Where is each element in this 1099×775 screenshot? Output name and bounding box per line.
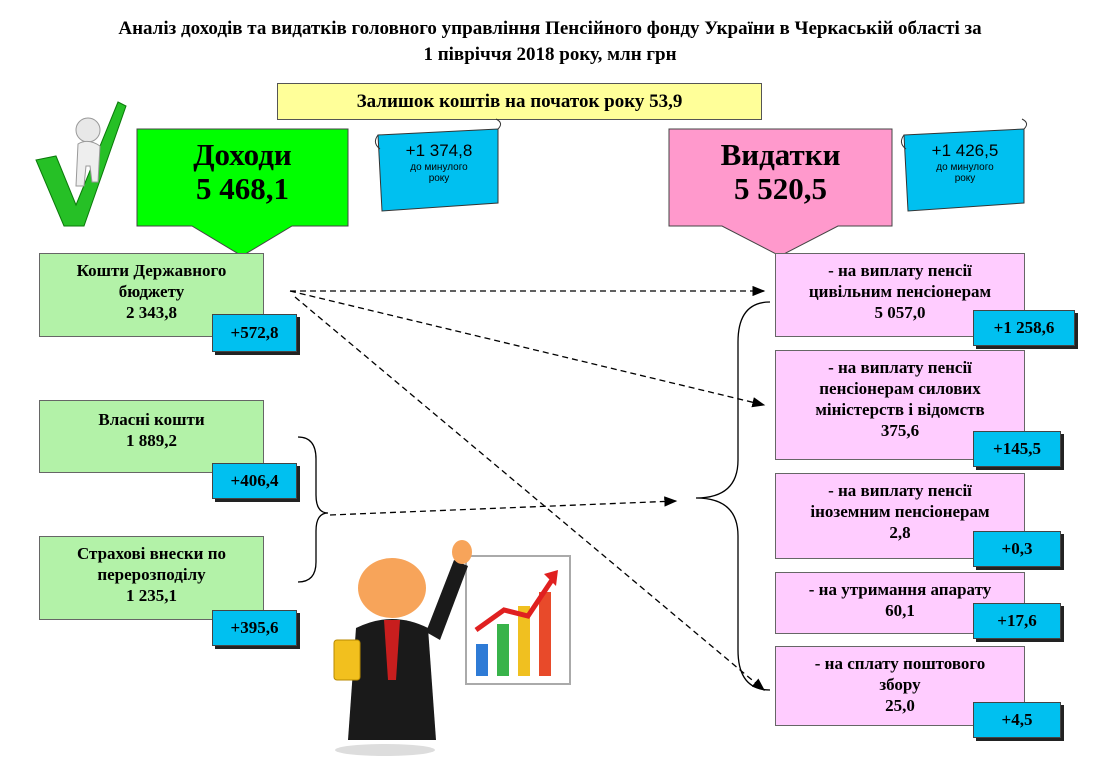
income-delta-value: +1 374,8 [405, 141, 473, 160]
expense-value: 5 520,5 [734, 171, 827, 206]
income-item-title: Власні кошти [98, 410, 205, 429]
expense-delta-value: +1 426,5 [931, 141, 999, 160]
expense-item-civil-pensions: - на виплату пенсії цивільним пенсіонера… [775, 253, 1025, 337]
expense-item-delta-postal: +4,5 [973, 702, 1061, 738]
income-item-insurance: Страхові внески по перерозподілу 1 235,1 [39, 536, 264, 620]
expense-item-delta-military-pensions: +145,5 [973, 431, 1061, 467]
flow-arrow-budget-to-military [289, 290, 766, 408]
title-line-2: 1 півріччя 2018 року, млн грн [423, 44, 677, 65]
income-item-title: Страхові внески по перерозподілу [76, 544, 227, 584]
expense-item-foreign-pensions: - на виплату пенсії іноземним пенсіонера… [775, 473, 1025, 559]
expense-item-delta-civil-pensions: +1 258,6 [973, 310, 1075, 346]
income-header: Доходи 5 468,1 [137, 138, 348, 206]
income-delta: +1 374,8 до минулого року [384, 140, 494, 184]
expense-arrow-shape [668, 128, 893, 257]
income-item-delta-state-budget: +572,8 [212, 314, 297, 352]
income-value: 5 468,1 [196, 171, 289, 206]
income-label: Доходи [193, 137, 292, 172]
expense-item-title: - на виплату пенсії пенсіонерам силових … [815, 358, 985, 419]
expense-item-value: 25,0 [885, 696, 915, 715]
expense-item-delta-admin: +17,6 [973, 603, 1061, 639]
income-item-value: 2 343,8 [126, 303, 177, 322]
expense-item-title: - на виплату пенсії цивільним пенсіонера… [808, 261, 992, 301]
flow-arrow-budget-to-postal [294, 296, 765, 691]
expense-delta: +1 426,5 до минулого року [910, 140, 1020, 184]
opening-balance-box: Залишок коштів на початок року 53,9 [277, 83, 762, 120]
income-arrow-shape [136, 128, 349, 257]
income-delta-scroll [374, 118, 502, 212]
income-item-value: 1 889,2 [126, 431, 177, 450]
expense-item-value: 2,8 [889, 523, 911, 542]
expense-label: Видатки [720, 137, 841, 172]
flow-arrow-own-to-expenses [329, 496, 678, 516]
expense-delta-note: до минулого року [936, 162, 994, 184]
income-item-delta-insurance: +395,6 [212, 610, 297, 646]
income-item-own-funds: Власні кошти 1 889,2 [39, 400, 264, 473]
expense-item-title: - на утримання апарату [808, 580, 992, 599]
expense-brace [695, 301, 771, 691]
expense-item-title: - на виплату пенсії іноземним пенсіонера… [810, 481, 990, 521]
income-item-value: 1 235,1 [126, 586, 177, 605]
expense-item-delta-foreign-pensions: +0,3 [973, 531, 1061, 567]
expense-item-value: 5 057,0 [874, 303, 926, 322]
expense-delta-scroll [900, 118, 1028, 212]
expense-item-title: - на сплату поштового збору [814, 654, 986, 694]
checkmark-illustration [35, 101, 127, 227]
page-title: Аналіз доходів та видатків головного упр… [20, 16, 1080, 68]
income-item-title: Кошти Державного бюджету [76, 261, 227, 301]
expense-item-value: 375,6 [880, 421, 920, 440]
expense-item-value: 60,1 [885, 601, 915, 620]
businessman-chart-illustration [333, 540, 571, 756]
income-delta-note: до минулого року [410, 162, 468, 184]
income-brace [297, 436, 329, 583]
expense-item-postal: - на сплату поштового збору 25,0 [775, 646, 1025, 726]
income-item-delta-own-funds: +406,4 [212, 463, 297, 499]
expense-header: Видатки 5 520,5 [669, 138, 892, 206]
expense-item-admin: - на утримання апарату 60,1 [775, 572, 1025, 634]
title-line-1: Аналіз доходів та видатків головного упр… [118, 18, 982, 39]
